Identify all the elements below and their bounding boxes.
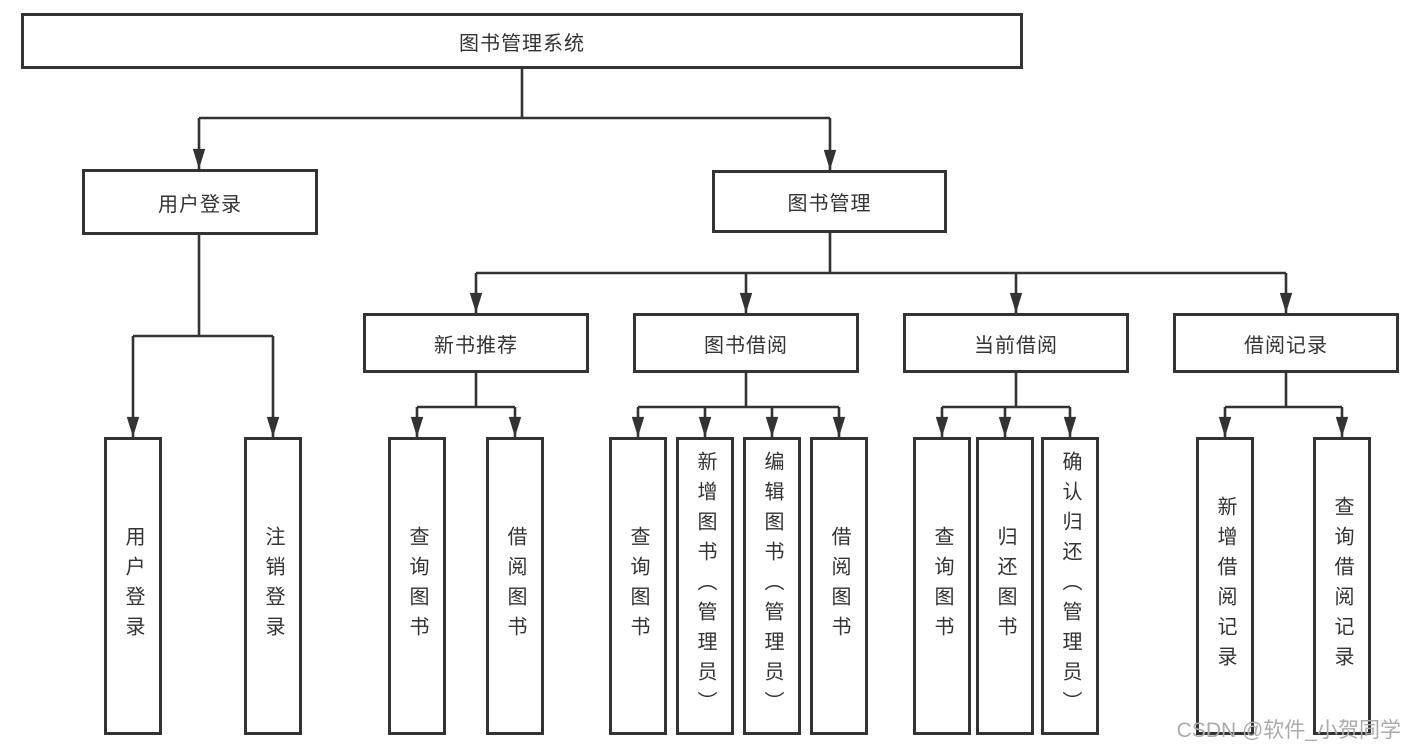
leaf-current-query-books: 查询图书 xyxy=(913,437,971,735)
leaf-current-query-books-label: 查询图书 xyxy=(931,526,953,646)
leaf-newbooks-query-books-label: 查询图书 xyxy=(406,526,428,646)
node-user-login-label: 用户登录 xyxy=(158,193,242,216)
node-root-label: 图书管理系统 xyxy=(459,32,585,55)
node-book-management: 图书管理 xyxy=(712,170,947,233)
leaf-current-confirm-return-admin: 确认归还（管理员） xyxy=(1041,437,1099,735)
leaf-borrowing-add-books-admin-label: 新增图书（管理员） xyxy=(694,451,716,721)
node-borrowing-records-label: 借阅记录 xyxy=(1244,334,1328,357)
leaf-records-query-record: 查询借阅记录 xyxy=(1313,437,1371,735)
node-new-books: 新书推荐 xyxy=(363,313,589,373)
leaf-user-login-label: 用户登录 xyxy=(122,526,144,646)
leaf-borrowing-edit-books-admin-label: 编辑图书（管理员） xyxy=(761,451,783,721)
leaf-borrowing-borrow-books: 借阅图书 xyxy=(810,437,868,735)
leaf-current-return-books: 归还图书 xyxy=(976,437,1034,735)
node-borrowing-records: 借阅记录 xyxy=(1173,313,1399,373)
leaf-borrowing-edit-books-admin: 编辑图书（管理员） xyxy=(743,437,801,735)
leaf-borrowing-borrow-books-label: 借阅图书 xyxy=(828,526,850,646)
watermark: CSDN @软件_小贺同学 xyxy=(1176,719,1401,742)
node-root-system: 图书管理系统 xyxy=(21,13,1023,69)
node-book-management-label: 图书管理 xyxy=(787,193,872,215)
leaf-newbooks-borrow-books: 借阅图书 xyxy=(486,437,544,735)
leaf-logout-label: 注销登录 xyxy=(262,526,284,646)
leaf-borrowing-add-books-admin: 新增图书（管理员） xyxy=(676,437,734,735)
node-new-books-label: 新书推荐 xyxy=(434,334,518,357)
leaf-newbooks-borrow-books-label: 借阅图书 xyxy=(504,526,526,646)
leaf-logout: 注销登录 xyxy=(244,437,302,735)
node-current-borrowing: 当前借阅 xyxy=(903,313,1129,373)
node-current-borrowing-label: 当前借阅 xyxy=(974,334,1058,357)
leaf-records-add-record: 新增借阅记录 xyxy=(1196,437,1254,735)
leaf-records-add-record-label: 新增借阅记录 xyxy=(1214,496,1236,676)
node-book-borrowing: 图书借阅 xyxy=(633,313,859,373)
leaf-borrowing-query-books: 查询图书 xyxy=(609,437,667,735)
leaf-records-query-record-label: 查询借阅记录 xyxy=(1331,496,1353,676)
node-user-login: 用户登录 xyxy=(82,169,318,235)
leaf-current-return-books-label: 归还图书 xyxy=(994,526,1016,646)
leaf-borrowing-query-books-label: 查询图书 xyxy=(627,526,649,646)
leaf-current-confirm-return-admin-label: 确认归还（管理员） xyxy=(1059,451,1081,721)
node-book-borrowing-label: 图书借阅 xyxy=(704,334,788,357)
leaf-newbooks-query-books: 查询图书 xyxy=(388,437,446,735)
leaf-user-login: 用户登录 xyxy=(104,437,162,735)
